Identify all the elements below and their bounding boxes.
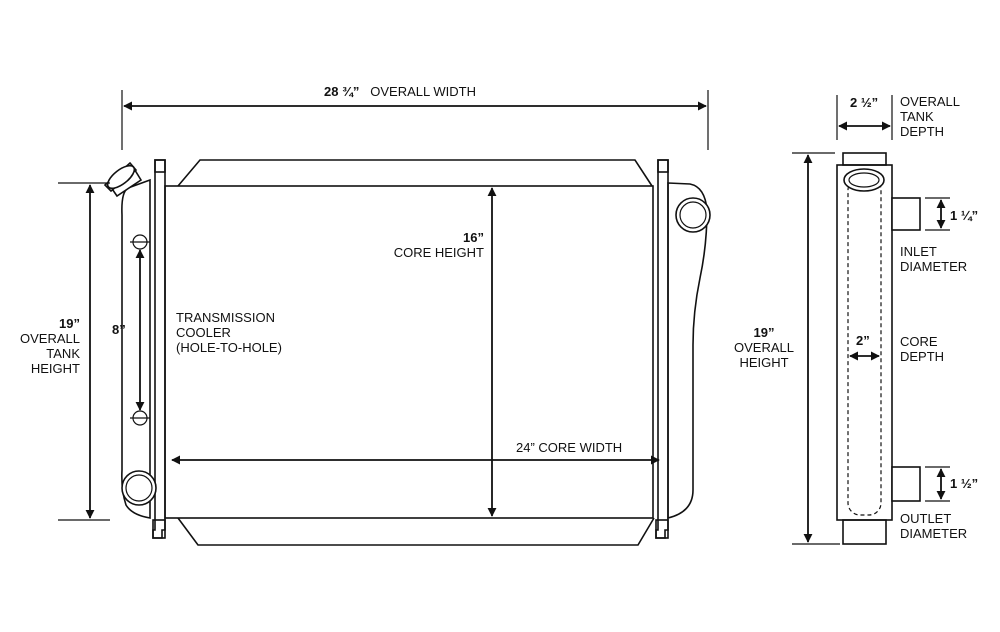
tank-depth-line2: TANK [900,109,934,124]
trans-cooler-line1: TRANSMISSION [176,310,275,325]
tank-height-value: 19” [59,316,80,331]
tank-depth-line1: OVERALL [900,94,960,109]
inlet-diameter-value: 1 ¼” [950,208,979,223]
side-tank-top-cap [842,152,887,166]
core-width-label: 24” CORE WIDTH [516,440,623,455]
top-shroud [177,159,653,187]
side-inlet-pipe [891,197,921,231]
overall-width-label: 28 ¾” OVERALL WIDTH [324,84,476,99]
outlet-diameter-label: OUTLET DIAMETER [900,511,967,541]
left-bottom-tab [152,519,166,539]
bottom-shroud [177,517,655,546]
side-height-value: 19” [753,325,775,340]
side-outlet-pipe [891,466,921,502]
side-height-label: 19” OVERALL HEIGHT [728,325,800,370]
lower-outlet-pipe [121,470,157,506]
tank-height-label: 19” OVERALL TANK HEIGHT [2,316,80,376]
trans-cooler-line2: COOLER [176,325,231,340]
side-core-outline [847,177,882,516]
outlet-diameter-value: 1 ½” [950,476,979,491]
side-height-line1: OVERALL [734,340,794,355]
side-tank-bottom-cap [842,519,887,545]
tank-depth-line3: DEPTH [900,124,945,139]
side-height-line2: HEIGHT [739,355,789,370]
inlet-diameter-label: INLET DIAMETER [900,244,967,274]
core-height-label: 16” CORE HEIGHT [372,230,484,260]
tank-depth-label: OVERALL TANK DEPTH [900,94,960,139]
core-depth-label: CORE DEPTH [900,334,944,364]
right-mount-bracket [655,159,669,539]
core-height-value: 16” [463,230,484,245]
side-view [836,152,921,545]
tank-depth-value: 2 ½” [850,95,879,110]
front-dimensions [58,90,709,521]
core-depth-value: 2” [856,333,870,348]
inlet-line1: INLET [900,244,937,259]
left-top-tab [154,159,166,173]
core-height-text: CORE HEIGHT [393,245,484,260]
trans-cooler-line3: (HOLE-TO-HOLE) [176,340,282,355]
outlet-line2: DIAMETER [900,526,968,541]
overall-width-value: 28 ¾” [324,84,360,99]
right-bottom-tab [655,519,669,539]
inlet-line2: DIAMETER [900,259,968,274]
side-dimensions [792,95,950,545]
tank-height-line3: HEIGHT [30,361,80,376]
core-depth-line1: CORE [900,334,938,349]
trans-cooler-value: 8” [112,322,126,337]
outlet-line1: OUTLET [900,511,952,526]
left-tank [121,178,151,519]
overall-width-text: OVERALL WIDTH [370,84,476,99]
right-tank [667,182,708,520]
right-top-tab [657,159,669,173]
upper-outlet-pipe [675,197,711,233]
tank-height-line2: TANK [46,346,80,361]
side-filler-cap [843,168,885,192]
tank-height-line1: OVERALL [20,331,80,346]
trans-cooler-label: TRANSMISSION COOLER (HOLE-TO-HOLE) [176,310,282,355]
filler-neck [103,161,143,198]
core-depth-line2: DEPTH [900,349,945,364]
